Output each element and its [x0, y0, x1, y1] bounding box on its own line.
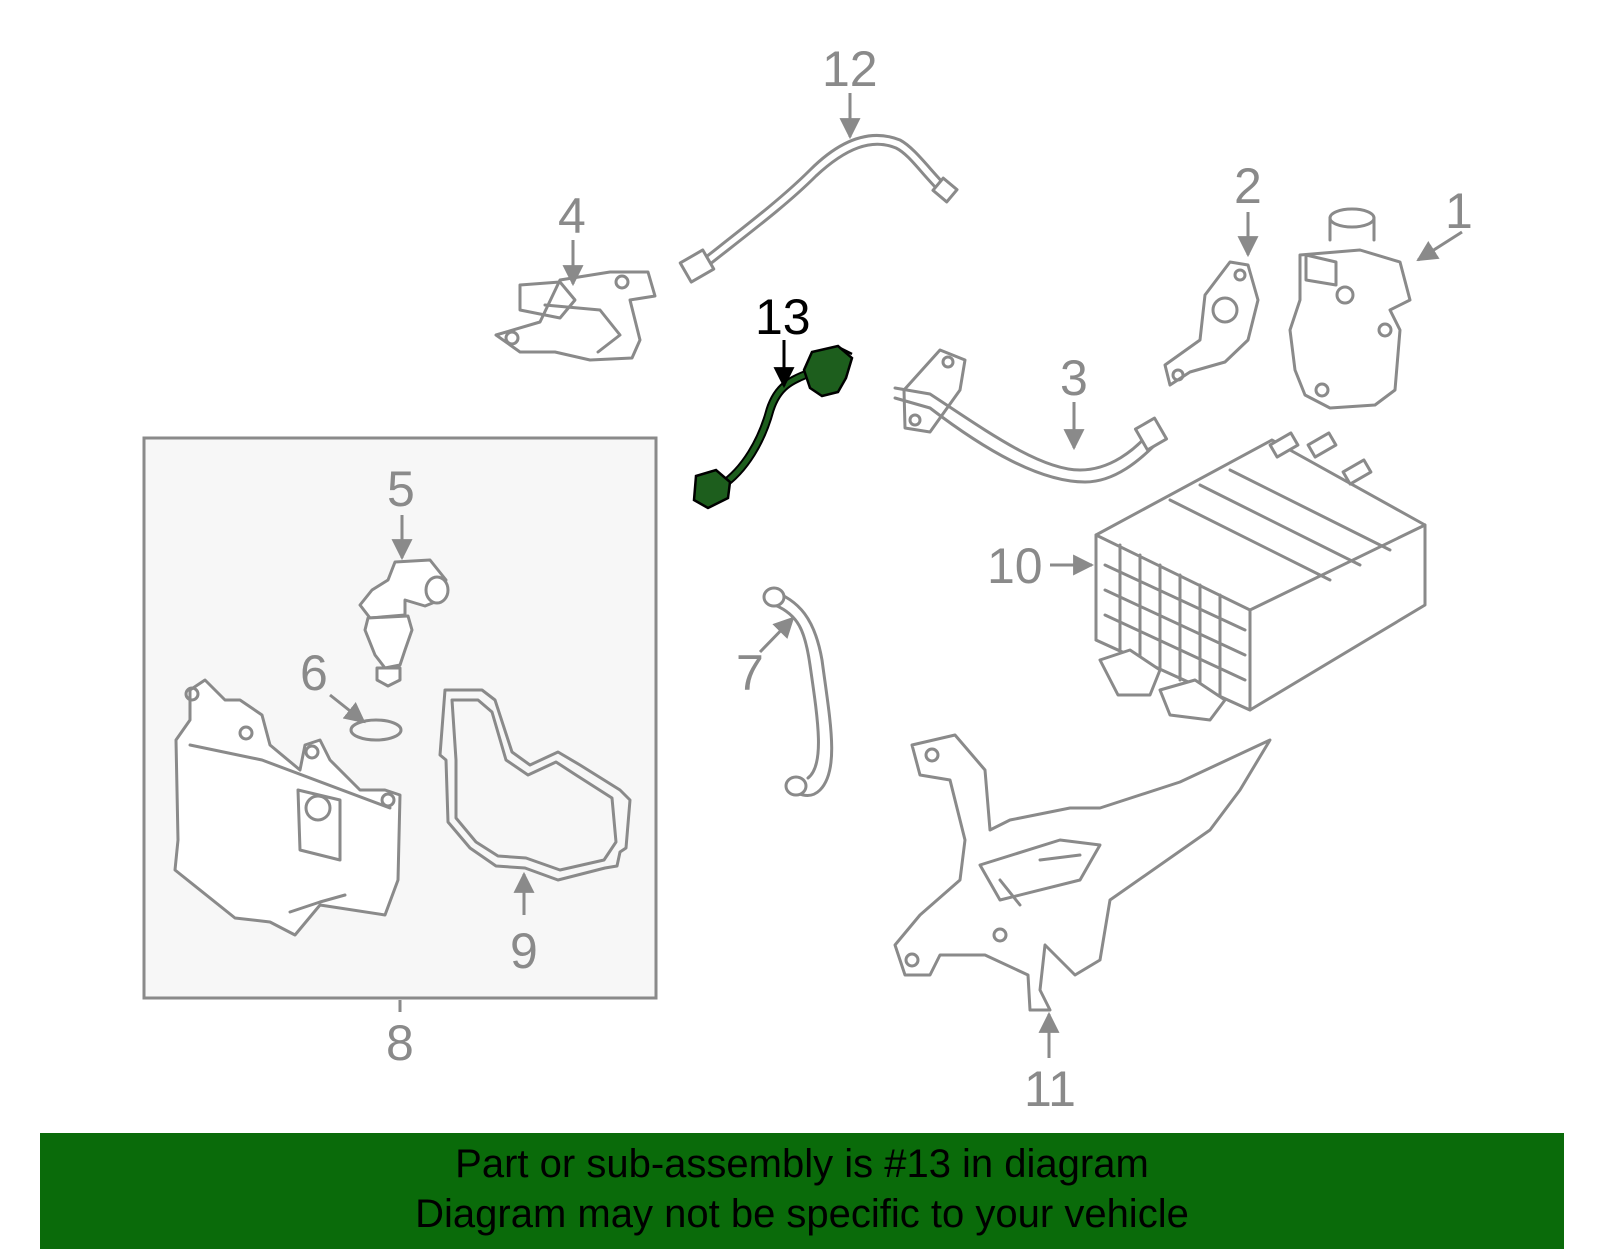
callout-2: 2 — [1234, 158, 1262, 214]
part-6-o-ring[interactable] — [349, 718, 403, 742]
part-7-hose[interactable] — [762, 586, 834, 797]
callout-12: 12 — [822, 41, 878, 97]
part-13-wiring-harness[interactable] — [692, 344, 854, 510]
callout-8: 8 — [386, 1015, 414, 1071]
leader-lines — [329, 93, 1463, 1058]
callout-1: 1 — [1445, 183, 1473, 239]
callout-labels: 1 2 3 4 5 6 7 8 9 10 11 12 13 — [300, 41, 1473, 1117]
part-12-sensor-harness[interactable] — [678, 133, 959, 284]
callout-3: 3 — [1060, 350, 1088, 406]
part-2-gasket[interactable] — [1163, 260, 1260, 387]
part-4-valve[interactable] — [494, 270, 657, 362]
part-1-egr-valve[interactable] — [1288, 207, 1412, 410]
callout-5: 5 — [387, 461, 415, 517]
callout-6: 6 — [300, 645, 328, 701]
callout-13: 13 — [755, 289, 811, 345]
part-10-canister[interactable] — [1094, 431, 1427, 722]
callout-4: 4 — [558, 188, 586, 244]
info-banner: Part or sub-assembly is #13 in diagram D… — [40, 1133, 1564, 1249]
callout-7: 7 — [736, 645, 764, 701]
part-8-oil-separator[interactable] — [173, 678, 402, 937]
banner-line-2: Diagram may not be specific to your vehi… — [415, 1192, 1189, 1236]
part-3-egr-tube[interactable] — [893, 348, 1169, 484]
part-9-gasket[interactable] — [438, 688, 632, 882]
callout-10: 10 — [987, 538, 1043, 594]
part-5-pcv-valve[interactable] — [358, 558, 450, 688]
part-11-bracket[interactable] — [893, 733, 1272, 1012]
callout-11: 11 — [1024, 1061, 1076, 1117]
callout-9: 9 — [510, 923, 538, 979]
banner-line-1: Part or sub-assembly is #13 in diagram — [455, 1142, 1149, 1186]
